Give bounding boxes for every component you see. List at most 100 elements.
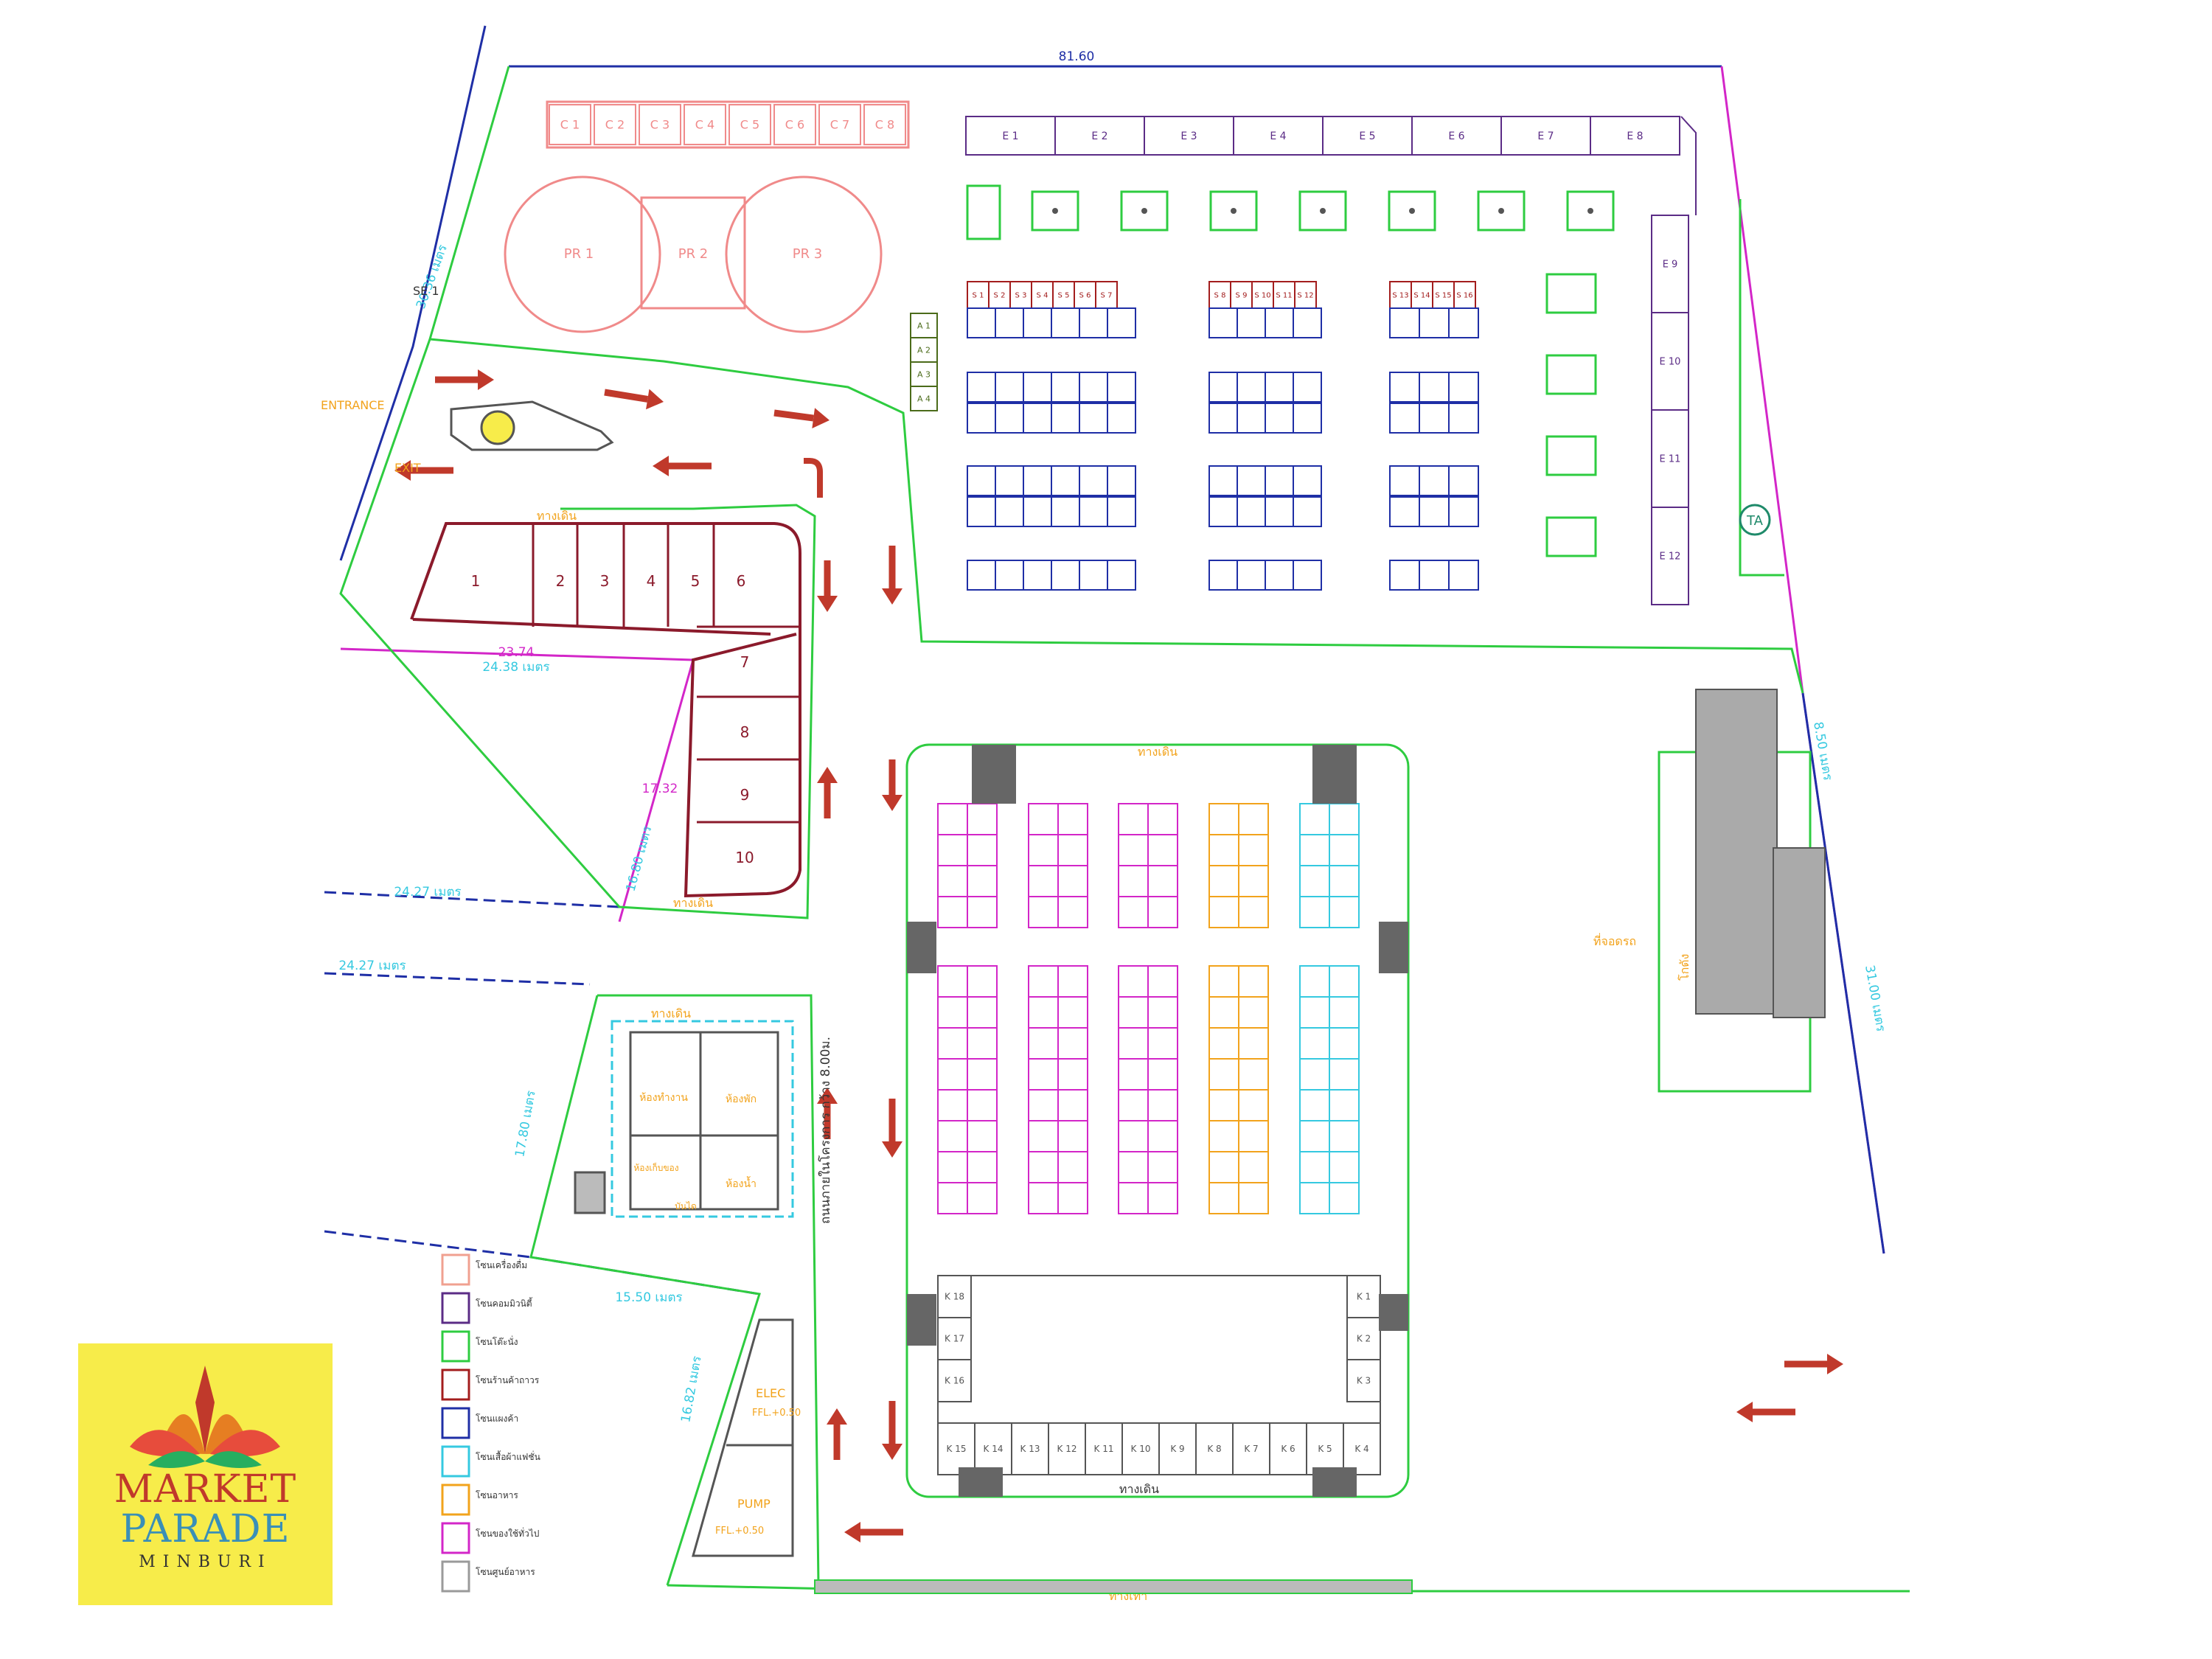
legend-swatch [441, 1368, 470, 1401]
arrow-head [646, 389, 664, 410]
k-block-label: K 1 [1357, 1292, 1371, 1302]
dim-office-bottom: 15.50 เมตร [615, 1290, 682, 1305]
a-block [910, 386, 938, 411]
vendor-stall [1237, 465, 1266, 496]
vendor-stall [1389, 372, 1420, 403]
hall-stall [1118, 1151, 1149, 1183]
hall-stall [1028, 1182, 1059, 1214]
table-center [1141, 208, 1147, 214]
path-left-corridor [339, 66, 816, 919]
lot-side-line [618, 659, 695, 922]
k-block-label: K 2 [1357, 1334, 1371, 1344]
hall-stall [1028, 803, 1059, 835]
shops-inner [412, 618, 771, 636]
hall-stall [1147, 1182, 1178, 1214]
shop-unit-label: 7 [740, 653, 750, 671]
s-block-label: S 11 [1276, 292, 1292, 300]
vendor-stall [1448, 465, 1479, 496]
vendor-stall [967, 465, 996, 496]
vendor-stall [1419, 465, 1450, 496]
hall-stall [1057, 834, 1088, 866]
hall-stall [967, 834, 998, 866]
table-center [1320, 208, 1326, 214]
c-block [594, 104, 636, 145]
hall-stall [1208, 965, 1239, 998]
c-block-label: C 6 [785, 118, 804, 132]
vendor-stall [1265, 496, 1294, 527]
hall-stall [1238, 803, 1269, 835]
arrow-head [882, 1444, 902, 1460]
c-block-label: C 7 [830, 118, 849, 132]
arrow-head [653, 456, 669, 476]
table-center [1498, 208, 1504, 214]
hall-stall [1118, 896, 1149, 928]
vendor-stall [1237, 403, 1266, 434]
walkway-shops-label: ทางเดิน [537, 509, 577, 523]
hall-stall [937, 996, 968, 1029]
hall-stall [1299, 1182, 1330, 1214]
market-parade-logo: MARKET PARADE MINBURI [78, 1343, 333, 1605]
k-block [1346, 1359, 1381, 1402]
vendor-stall [1265, 307, 1294, 338]
vendor-stall [1023, 403, 1052, 434]
k-block-label: K 13 [1020, 1444, 1040, 1454]
e-block-label: E 2 [1091, 131, 1107, 142]
k-block-label: K 4 [1354, 1444, 1368, 1454]
shop-unit-label: 4 [647, 572, 656, 590]
c-block [549, 104, 591, 145]
office-dashed [611, 1020, 794, 1218]
office-building [574, 1020, 794, 1218]
dim-lot-side: 17.32 [642, 782, 678, 796]
c-block-label: C 8 [875, 118, 894, 132]
walkway-bottom-label: ทางเดิน [1119, 1482, 1159, 1496]
arrow-head [478, 369, 494, 390]
vendor-stall [1208, 372, 1238, 403]
hall-stall [1028, 1058, 1059, 1091]
vendor-stall [1107, 465, 1136, 496]
shop-unit-label: 5 [691, 572, 700, 590]
legend-label: โซนโต๊ะนั่ง [476, 1335, 518, 1347]
hall-stall [1329, 1027, 1360, 1060]
hall-stall [1299, 1151, 1330, 1183]
vendor-stall [1265, 403, 1294, 434]
vendor-stall [1419, 403, 1450, 434]
path-office-side [529, 995, 761, 1586]
hall-stall [967, 996, 998, 1029]
hall-stall [1057, 996, 1088, 1029]
arrow-head [812, 408, 830, 428]
hall-stall [937, 865, 968, 897]
vendor-stall [1293, 465, 1322, 496]
hall-stall [1208, 803, 1239, 835]
hall-stall [1238, 1089, 1269, 1121]
bottom-strip [814, 1579, 1413, 1594]
legend-swatch [441, 1292, 470, 1324]
vendor-stall [1293, 560, 1322, 591]
hall-stall [1208, 1151, 1239, 1183]
seating-tables [966, 184, 1615, 557]
hall-stall [1329, 1089, 1360, 1121]
u-turn-arrow [804, 458, 823, 498]
hall-stall [1147, 965, 1178, 998]
hall-stall [1208, 1058, 1239, 1091]
ta-label: TA [1746, 513, 1764, 529]
hall-stall [1118, 865, 1149, 897]
e-block-label: E 4 [1270, 131, 1286, 142]
lot-bottom-line [324, 891, 620, 908]
hall-stall [1028, 834, 1059, 866]
dim-top-boundary: 81.60 [1059, 49, 1095, 64]
vendor-stall [1265, 560, 1294, 591]
vendor-stall [1079, 560, 1108, 591]
walkway-top-label: ทางเดิน [1138, 745, 1178, 759]
table-center [1409, 208, 1415, 214]
vendor-stall [1265, 465, 1294, 496]
lot-top-line [340, 647, 694, 661]
hall-stall [1028, 1151, 1059, 1183]
hall-stall [1238, 834, 1269, 866]
e-side-block-label: E 12 [1660, 552, 1681, 563]
pr1-label: PR 1 [564, 246, 594, 262]
seating-table [1545, 435, 1597, 476]
e-block-label: E 7 [1537, 131, 1554, 142]
hall-stall [967, 1058, 998, 1091]
dim-utility-side: 16.82 เมตร [678, 1355, 705, 1424]
